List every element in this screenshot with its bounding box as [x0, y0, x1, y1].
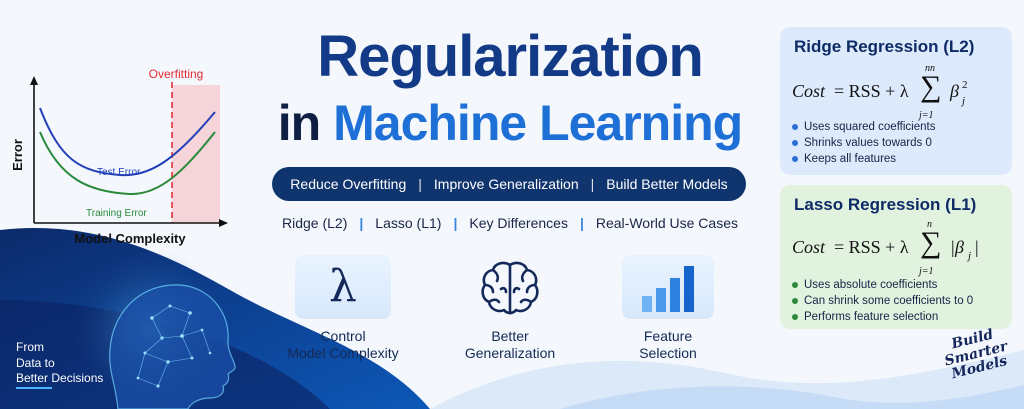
feature-label-line1: Feature: [643, 328, 693, 344]
y-axis-arrow: [30, 76, 38, 85]
x-axis-label: Model Complexity: [74, 231, 186, 246]
feature-label-line2: Model Complexity: [287, 344, 399, 361]
banner-item: Improve Generalization: [433, 176, 579, 192]
list-item: Performs feature selection: [792, 311, 973, 323]
banner-separator: |: [590, 176, 595, 192]
topic-item: Ridge (L2): [282, 215, 348, 231]
brain-icon: [477, 255, 543, 319]
lambda-icon: λ: [295, 255, 391, 319]
topic-item: Lasso (L1): [375, 215, 442, 231]
lasso-bullets: Uses absolute coefficients Can shrink so…: [792, 279, 973, 327]
ridge-formula: Cost = RSS + λ nn ∑ j=1 β 2 j: [792, 63, 968, 121]
list-item: Shrinks values towards 0: [792, 137, 935, 149]
ridge-title: Ridge Regression (L2): [794, 37, 975, 56]
list-item: Uses absolute coefficients: [792, 279, 973, 291]
topic-separator: |: [453, 215, 458, 231]
ridge-card: Ridge Regression (L2) Cost = RSS + λ nn …: [780, 27, 1012, 175]
topic-separator: |: [579, 215, 584, 231]
feature-label-line2: Selection: [639, 344, 697, 361]
lasso-formula: Cost = RSS + λ n ∑ j=1 |β j |: [792, 219, 979, 277]
overfitting-label: Overfitting: [149, 67, 204, 81]
feature-control-complexity: λ Control Model Complexity: [278, 255, 408, 362]
title-word-in: in: [277, 95, 321, 151]
banner-separator: |: [418, 176, 422, 192]
bar-chart-icon: [622, 255, 714, 319]
list-item: Uses squared coefficients: [792, 121, 935, 133]
feature-label-line1: Better: [491, 328, 529, 344]
ai-head-illustration: [109, 284, 236, 409]
topics-row: Ridge (L2) | Lasso (L1) | Key Difference…: [280, 212, 740, 234]
main-title-line2: in Machine Learning: [250, 98, 770, 148]
tagline: From Data to Better Decisions: [16, 340, 104, 386]
topic-item: Key Differences: [469, 215, 568, 231]
feature-selection: Feature Selection: [608, 255, 728, 362]
list-item: Can shrink some coefficients to 0: [792, 295, 973, 307]
topic-separator: |: [359, 215, 364, 231]
training-error-curve: [39, 131, 216, 196]
banner-item: Reduce Overfitting: [290, 176, 407, 192]
overfitting-chart: Overfitting Test Error Training Error Er…: [10, 67, 228, 246]
training-error-label: Training Error: [86, 208, 147, 219]
feature-label-line1: Control: [320, 328, 366, 344]
lasso-title: Lasso Regression (L1): [794, 195, 977, 214]
y-axis-label: Error: [10, 139, 25, 171]
list-item: Keeps all features: [792, 153, 935, 165]
tagline-underline: [16, 387, 52, 389]
topic-item: Real-World Use Cases: [595, 215, 738, 231]
ridge-bullets: Uses squared coefficients Shrinks values…: [792, 121, 935, 169]
test-error-curve: [39, 107, 216, 177]
title-word-ml: Machine Learning: [333, 95, 743, 151]
benefits-banner: Reduce Overfitting | Improve Generalizat…: [272, 167, 746, 201]
main-title-line1: Regularization: [317, 24, 704, 89]
x-axis-arrow: [219, 219, 228, 227]
test-error-label: Test Error: [97, 167, 141, 178]
feature-generalization: Better Generalization: [450, 255, 570, 362]
banner-item: Build Better Models: [606, 176, 728, 192]
lasso-card: Lasso Regression (L1) Cost = RSS + λ n ∑…: [780, 185, 1012, 329]
feature-label-line2: Generalization: [464, 344, 556, 361]
